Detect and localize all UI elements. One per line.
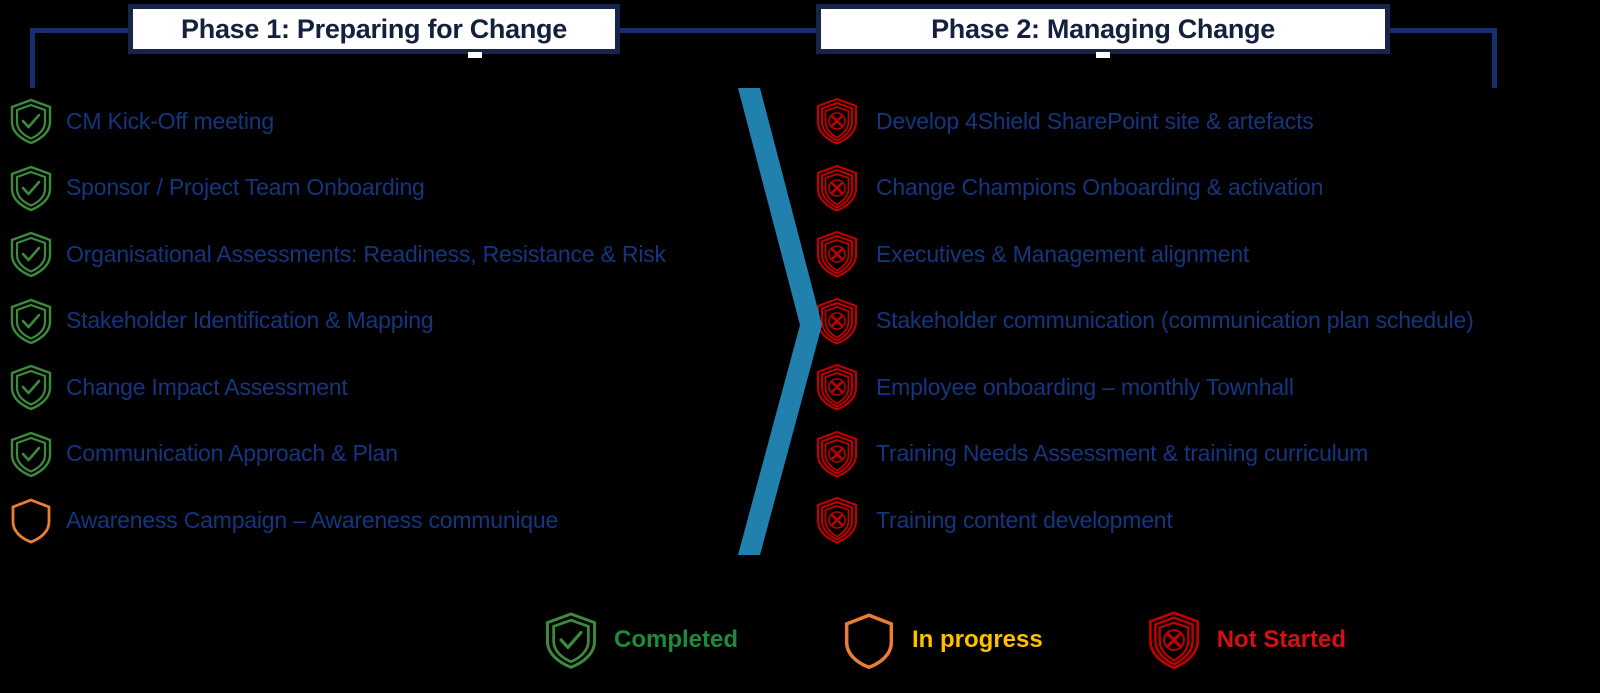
- connector-left-horizontal: [30, 28, 130, 33]
- legend-item-in-progress: In progress: [838, 609, 1043, 671]
- task-row[interactable]: Develop 4Shield SharePoint site & artefa…: [812, 88, 1600, 155]
- connector-left-vertical: [30, 28, 35, 88]
- task-row[interactable]: Training content development: [812, 487, 1600, 554]
- phase-2-header-box: Phase 2: Managing Change: [816, 4, 1390, 54]
- shield-check-icon: [545, 612, 597, 669]
- connector-right-vertical: [1492, 28, 1497, 88]
- shield-blank-icon: [844, 613, 894, 670]
- legend-label-in-progress: In progress: [912, 626, 1043, 653]
- task-row[interactable]: Change Impact Assessment: [6, 354, 706, 421]
- shield-cross-icon: [1148, 611, 1199, 670]
- phase-2-box-notch: [1096, 52, 1110, 58]
- task-label: Executives & Management alignment: [876, 240, 1250, 267]
- task-label: Communication Approach & Plan: [66, 440, 398, 467]
- phase-1-task-list: CM Kick-Off meeting Sponsor / Project Te…: [6, 88, 706, 554]
- shield-cross-icon: [816, 497, 858, 544]
- phase-1-title: Phase 1: Preparing for Change: [181, 13, 567, 44]
- task-row[interactable]: Training Needs Assessment & training cur…: [812, 421, 1600, 488]
- task-label: Training content development: [876, 506, 1173, 533]
- shield-check-icon: [10, 98, 52, 145]
- task-label: Employee onboarding – monthly Townhall: [876, 373, 1294, 400]
- task-label: Training Needs Assessment & training cur…: [876, 440, 1369, 467]
- connector-center-horizontal: [618, 28, 818, 33]
- task-label: Awareness Campaign – Awareness communiqu…: [66, 506, 559, 533]
- task-row[interactable]: CM Kick-Off meeting: [6, 88, 706, 155]
- legend-item-completed: Completed: [540, 609, 738, 671]
- shield-cross-icon: [816, 364, 858, 411]
- task-row[interactable]: Stakeholder Identification & Mapping: [6, 288, 706, 355]
- task-row[interactable]: Sponsor / Project Team Onboarding: [6, 155, 706, 222]
- task-label: Organisational Assessments: Readiness, R…: [66, 240, 666, 267]
- shield-cross-icon: [816, 231, 858, 278]
- phase-2-title: Phase 2: Managing Change: [931, 13, 1275, 44]
- shield-cross-icon: [816, 98, 858, 145]
- task-label: Stakeholder Identification & Mapping: [66, 307, 434, 334]
- phase-transition-chevron-icon: [738, 88, 822, 555]
- task-row[interactable]: Change Champions Onboarding & activation: [812, 155, 1600, 222]
- task-row[interactable]: Communication Approach & Plan: [6, 421, 706, 488]
- legend-label-completed: Completed: [614, 626, 739, 653]
- task-row[interactable]: Awareness Campaign – Awareness communiqu…: [6, 487, 706, 554]
- phase-1-box-notch: [468, 52, 482, 58]
- shield-cross-icon: [816, 164, 858, 212]
- shield-cross-icon: [816, 297, 858, 345]
- task-label: Stakeholder communication (communication…: [876, 307, 1474, 334]
- task-label: Change Champions Onboarding & activation: [876, 174, 1324, 201]
- task-row[interactable]: Organisational Assessments: Readiness, R…: [6, 221, 706, 288]
- shield-check-icon: [10, 431, 52, 478]
- shield-check-icon: [10, 298, 52, 345]
- task-label: Change Impact Assessment: [66, 373, 348, 400]
- legend-label-not-started: Not Started: [1216, 626, 1347, 653]
- task-row[interactable]: Employee onboarding – monthly Townhall: [812, 354, 1600, 421]
- status-legend: Completed In progress Not Started: [540, 600, 1346, 680]
- task-label: CM Kick-Off meeting: [66, 107, 274, 134]
- task-row[interactable]: Stakeholder communication (communication…: [812, 288, 1600, 355]
- task-row[interactable]: Executives & Management alignment: [812, 221, 1600, 288]
- shield-cross-icon: [816, 430, 858, 478]
- shield-check-icon: [10, 364, 52, 411]
- task-label: Sponsor / Project Team Onboarding: [66, 174, 425, 201]
- task-label: Develop 4Shield SharePoint site & artefa…: [876, 107, 1314, 134]
- shield-check-icon: [10, 231, 52, 278]
- phase-2-task-list: Develop 4Shield SharePoint site & artefa…: [812, 88, 1600, 554]
- shield-blank-icon: [11, 498, 51, 544]
- phase-1-header-box: Phase 1: Preparing for Change: [128, 4, 620, 54]
- shield-check-icon: [10, 165, 52, 212]
- connector-right-horizontal: [1385, 28, 1497, 33]
- legend-item-not-started: Not Started: [1143, 609, 1346, 671]
